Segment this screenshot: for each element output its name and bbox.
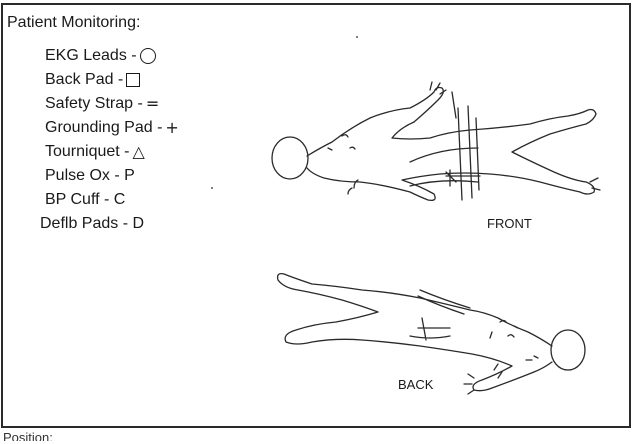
legend-label: EKG Leads - [45, 47, 137, 64]
legend-label: Tourniquet - [45, 143, 130, 160]
legend-label: Deflb Pads - D [40, 215, 144, 232]
body-diagram [250, 78, 630, 398]
speck [356, 36, 358, 38]
circle-icon [140, 48, 156, 64]
legend-item-bp-cuff: BP Cuff - C [45, 188, 179, 212]
back-body-figure [278, 274, 585, 394]
equals-icon: = [146, 92, 159, 116]
plus-icon: + [165, 116, 178, 140]
back-view-label: BACK [398, 377, 433, 392]
legend-item-back-pad: Back Pad - [45, 68, 179, 92]
speck [211, 187, 213, 189]
legend-item-tourniquet: Tourniquet -△ [45, 140, 179, 164]
legend-item-pulse-ox: Pulse Ox - P [45, 164, 179, 188]
legend-label: Back Pad - [45, 71, 123, 88]
section-title: Patient Monitoring: [7, 14, 140, 32]
next-section-label: Position: [3, 431, 53, 441]
legend-item-ekg-leads: EKG Leads - [45, 44, 179, 68]
square-icon [126, 73, 140, 87]
legend-item-defib-pads: Deflb Pads - D [40, 212, 179, 236]
front-body-figure [272, 82, 600, 200]
legend-label: Pulse Ox - P [45, 167, 135, 184]
front-view-label: FRONT [487, 216, 532, 231]
legend-label: Safety Strap - [45, 95, 143, 112]
monitoring-legend: EKG Leads - Back Pad - Safety Strap -= G… [45, 44, 179, 236]
legend-item-safety-strap: Safety Strap -= [45, 92, 179, 116]
legend-label: BP Cuff - C [45, 191, 125, 208]
legend-label: Grounding Pad - [45, 119, 162, 136]
triangle-icon: △ [133, 140, 145, 164]
legend-item-grounding-pad: Grounding Pad -+ [45, 116, 179, 140]
